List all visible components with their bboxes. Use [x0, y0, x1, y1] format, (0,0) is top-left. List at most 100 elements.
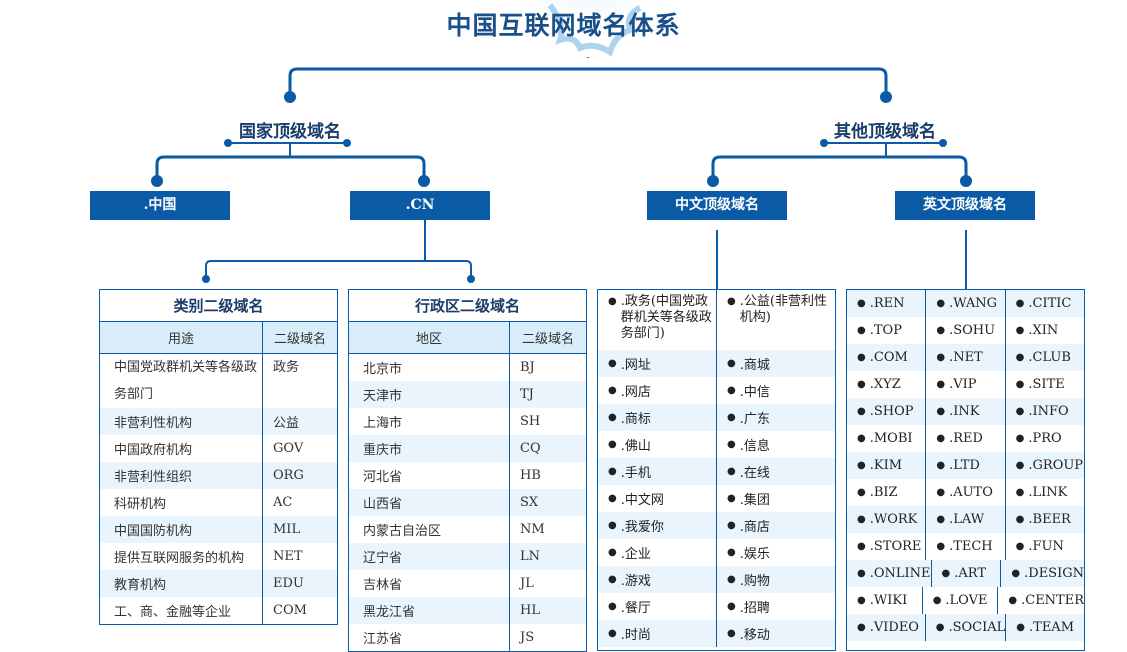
category-sld-table: 类别二级域名 用途 二级域名 中国党政群机关等各级政务部门 政务 非营利性机构 … [99, 289, 338, 625]
table-row: 中国国防机构 MIL [99, 516, 338, 543]
list-item: ●.COM [847, 350, 925, 365]
list-row: ●.BIZ●.AUTO●.LINK [847, 479, 1084, 506]
table-row: 提供互联网服务的机构 NET [100, 543, 338, 570]
bullet-icon: ● [727, 493, 736, 504]
connector-lines [151, 67, 972, 290]
list-item-label: .SOCIAL [948, 620, 1006, 635]
cell-region: 江苏省 [363, 632, 403, 647]
list-row: ●.中文网●.集团 [598, 485, 835, 512]
list-item: ●.公益(非营利性机构) [716, 290, 835, 350]
cell-purpose: 中国政府机构 [114, 443, 193, 458]
cell-domain: 政务 [262, 353, 338, 408]
cell-domain: HB [509, 462, 587, 489]
list-item-label: .BIZ [869, 485, 898, 500]
bullet-icon: ● [727, 466, 736, 477]
cell-domain: JL [509, 570, 587, 597]
bullet-icon: ● [727, 296, 736, 307]
bullet-icon: ● [857, 568, 866, 579]
list-item: ●.集团 [716, 485, 835, 512]
cell-purpose: 中国党政群机关等各级政务部门 [114, 360, 258, 402]
cell-domain: SX [509, 489, 587, 516]
cell-purpose: 非营利性组织 [99, 462, 263, 489]
cell-region: 内蒙古自治区 [363, 524, 442, 539]
cell-domain: HL [509, 597, 587, 624]
list-item: ●.VIDEO [847, 620, 925, 635]
list-item: ●.LAW [925, 506, 1004, 533]
bullet-icon: ● [608, 296, 617, 307]
list-item: ●.在线 [716, 458, 835, 485]
bullet-icon: ● [608, 574, 617, 585]
bullet-icon: ● [936, 352, 946, 363]
cell-domain: 公益 [262, 408, 338, 435]
bullet-icon: ● [936, 487, 946, 498]
table-row: 非营利性机构 公益 [99, 408, 338, 435]
list-item-label: .商城 [739, 358, 770, 373]
list-item-label: .SOHU [949, 323, 996, 338]
list-item: ●.SHOP [847, 404, 925, 419]
bullet-icon: ● [936, 406, 946, 417]
bullet-icon: ● [857, 298, 866, 309]
list-item: ●.招聘 [716, 593, 835, 620]
list-item: ●.商店 [716, 512, 835, 539]
list-item: ●.信息 [716, 431, 835, 458]
bullet-icon: ● [1008, 595, 1018, 606]
box-chinese-tld: 中文顶级域名 [647, 191, 787, 220]
list-item: ●.DESIGN [1000, 560, 1084, 587]
cell-purpose: 提供互联网服务的机构 [114, 551, 245, 566]
cell-region: 北京市 [363, 362, 403, 377]
table-row: 教育机构 EDU [99, 570, 338, 597]
list-item: ●.TOP [847, 323, 925, 338]
cell-domain: TJ [509, 381, 587, 408]
list-item: ●.SOCIAL [924, 614, 1006, 641]
list-item-label: .LTD [949, 458, 980, 473]
bullet-icon: ● [1015, 460, 1025, 471]
list-row: ●.REN●.WANG●.CITIC [847, 290, 1084, 317]
list-item: ●.REN [847, 296, 925, 311]
bullet-icon: ● [857, 406, 866, 417]
list-item-label: .CITIC [1028, 296, 1072, 311]
list-item: ●.TEAM [1005, 614, 1084, 641]
list-item-label: .娱乐 [739, 547, 770, 562]
bullet-icon: ● [1015, 487, 1025, 498]
list-item-label: .ART [954, 566, 987, 581]
cell-domain: COM [262, 597, 338, 625]
list-item-label: .VIDEO [869, 620, 919, 635]
list-item: ●.AUTO [925, 479, 1004, 506]
list-row: ●.我爱你●.商店 [598, 512, 835, 539]
list-item: ●.购物 [716, 566, 835, 593]
bullet-icon: ● [608, 493, 617, 504]
list-item-label: .REN [869, 296, 905, 311]
list-item-label: .我爱你 [620, 520, 664, 535]
list-item-label: .ONLINE [869, 566, 931, 581]
list-item-label: .信息 [739, 439, 770, 454]
list-item-label: .NET [949, 350, 983, 365]
table-row: 中国政府机构 GOV [100, 435, 338, 462]
list-item: ●.时尚 [598, 624, 716, 643]
bullet-icon: ● [932, 595, 942, 606]
cell-domain: ORG [262, 462, 338, 489]
bullet-icon: ● [727, 439, 736, 450]
list-item-label: .广东 [739, 412, 770, 427]
list-item: ●.ONLINE [847, 566, 931, 581]
cell-region: 天津市 [348, 381, 510, 408]
list-item: ●.商城 [716, 350, 835, 377]
list-item-label: .BEER [1028, 512, 1071, 527]
cell-domain: EDU [262, 570, 338, 597]
list-row: ●.XYZ●.VIP●.SITE [847, 371, 1084, 398]
cell-purpose: 中国国防机构 [99, 516, 263, 543]
list-item-label: .WIKI [869, 593, 908, 608]
list-item: ●.中信 [716, 377, 835, 404]
list-item-label: .商标 [620, 412, 651, 427]
list-row: ●.企业●.娱乐 [598, 539, 835, 566]
list-item: ●.FUN [1004, 533, 1084, 560]
bullet-icon: ● [936, 325, 946, 336]
box-cn: .CN [350, 191, 490, 220]
list-item-label: .CLUB [1028, 350, 1071, 365]
list-row: ●.ONLINE● .ART ●.DESIGN [847, 560, 1084, 587]
